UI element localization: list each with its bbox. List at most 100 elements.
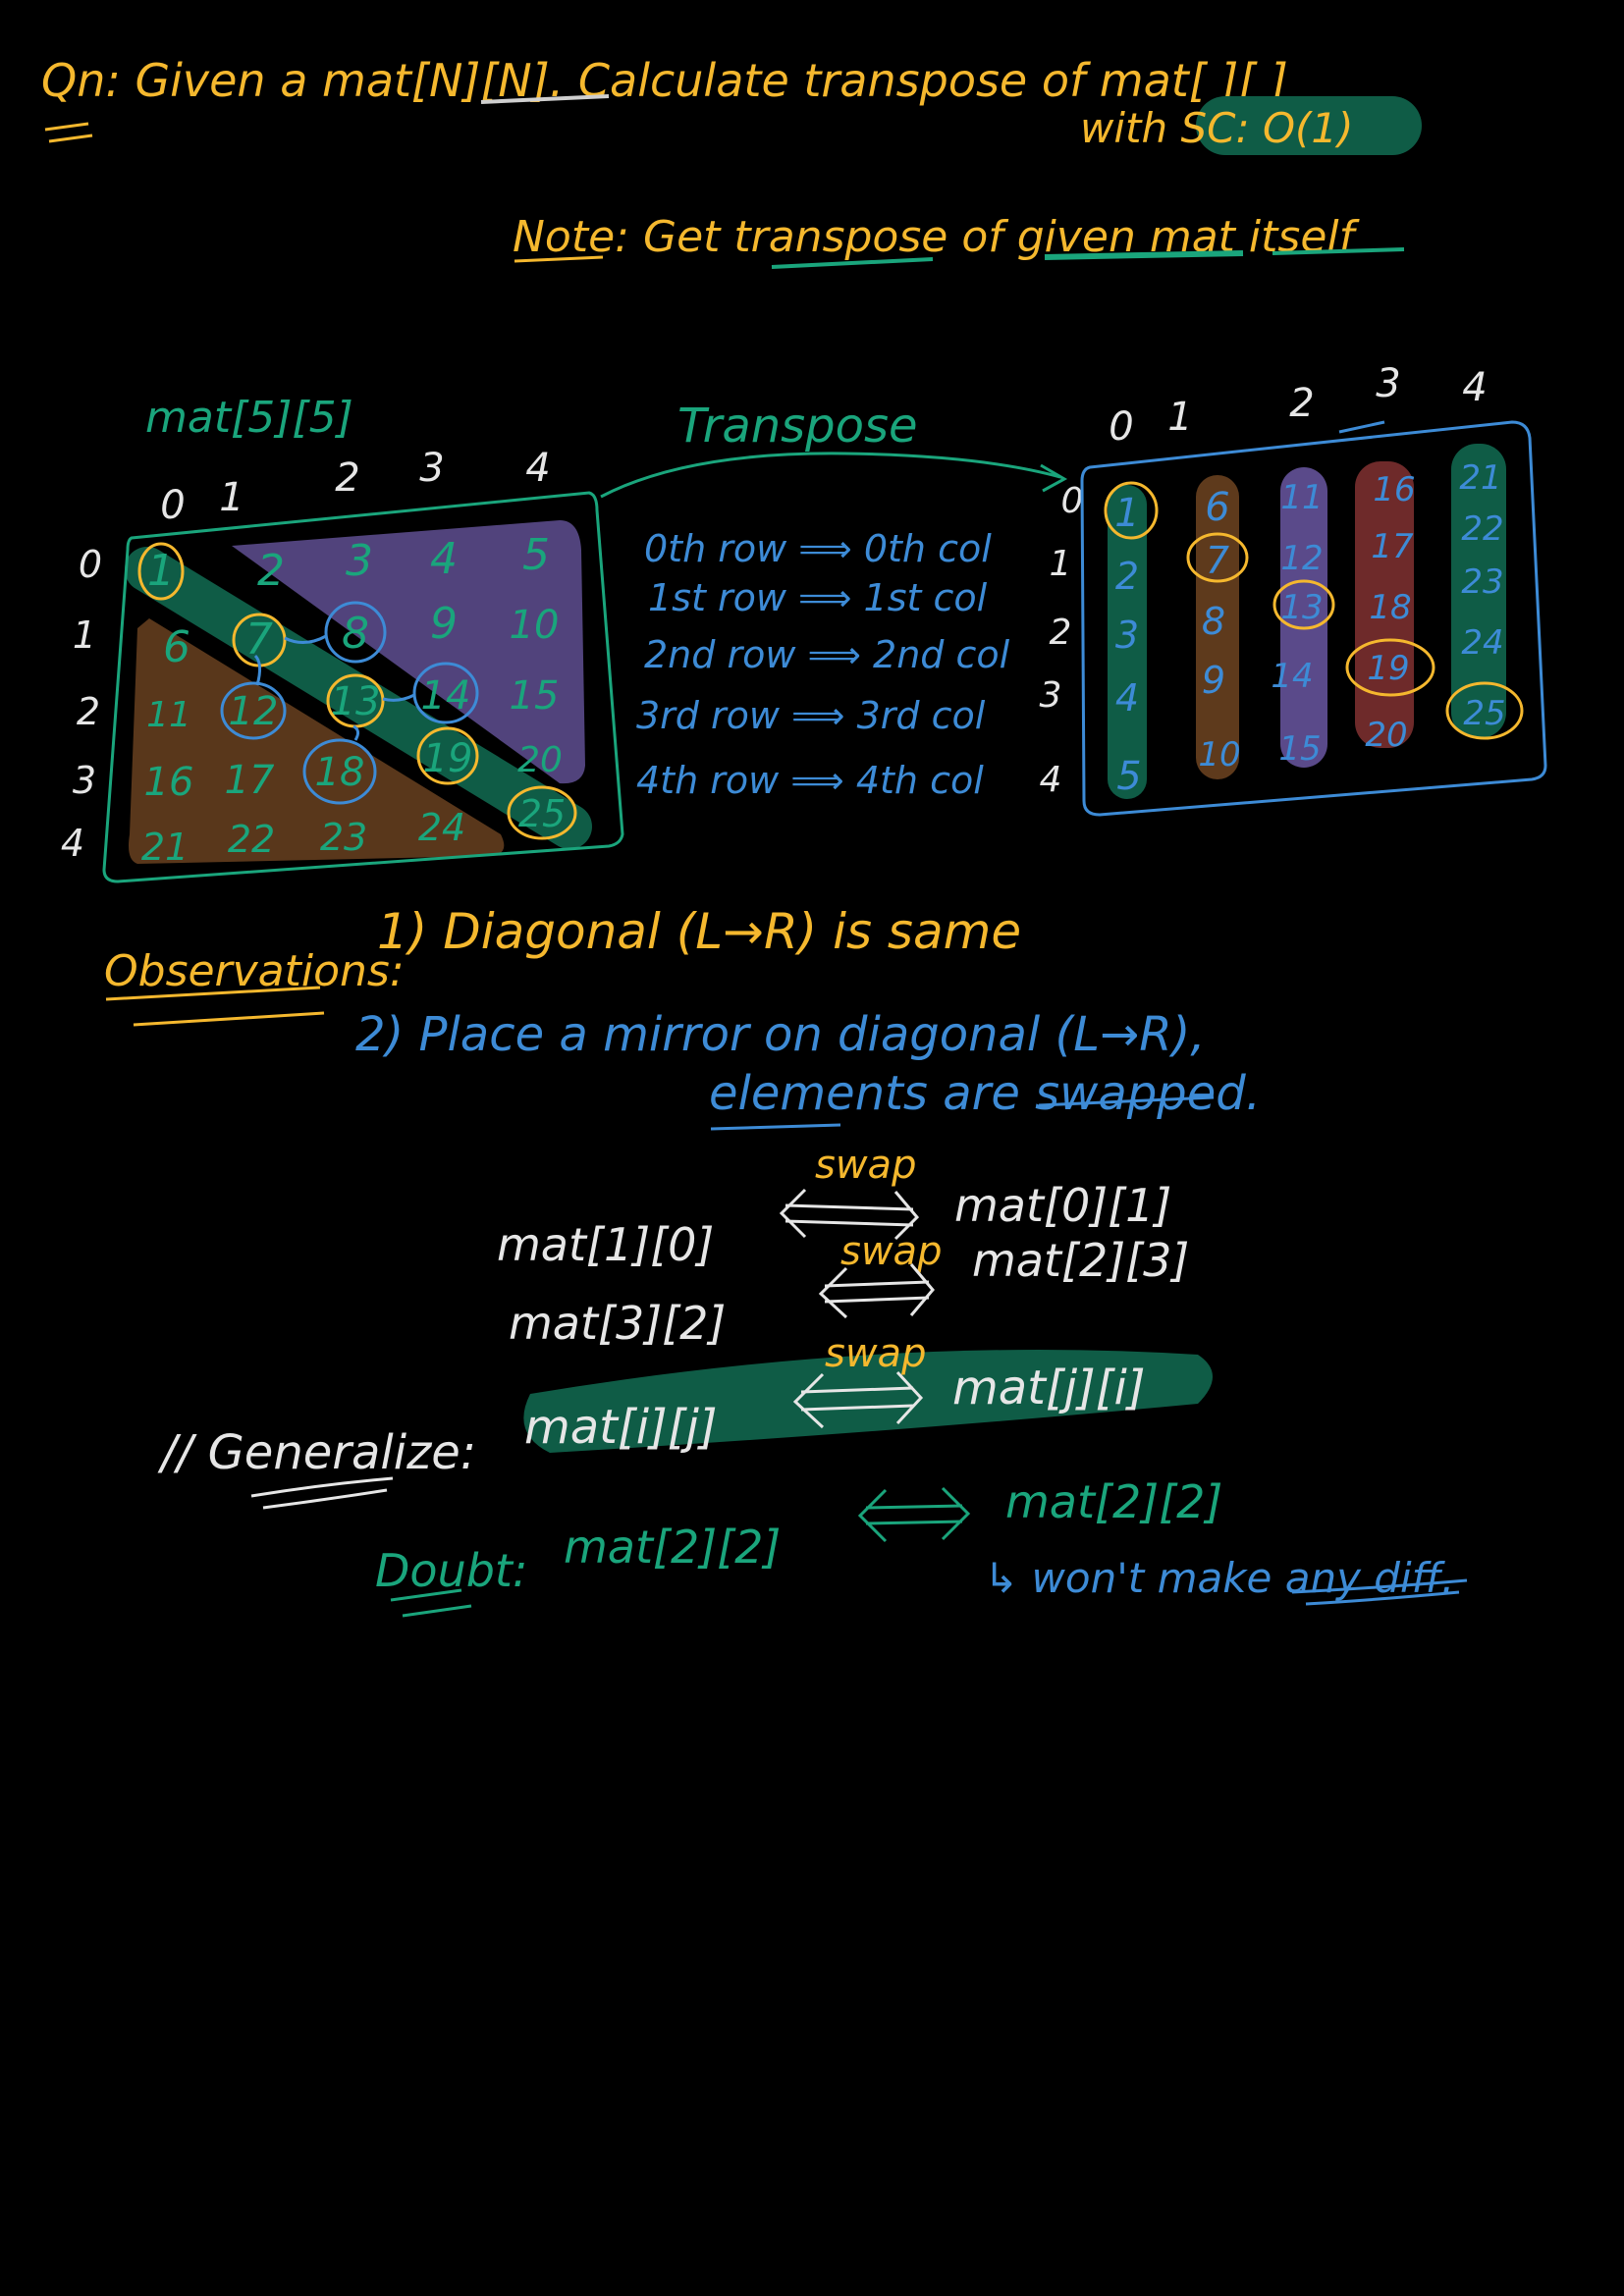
transpose-arrowhead: [1040, 463, 1068, 493]
transposed-diagonal-circles: [1104, 481, 1524, 740]
link-13-18: [352, 724, 360, 741]
mapping-row: 4th row ⟹ 4th col: [636, 759, 984, 802]
transpose-arrow: [600, 452, 1061, 499]
generalize-arrowheads: [792, 1370, 924, 1429]
orig-cell: 8: [342, 609, 369, 659]
row-col-mapping: 0th row ⟹ 0th col 1st row ⟹ 1st col 2nd …: [636, 527, 1010, 802]
orig-cell: 15: [510, 673, 560, 719]
circle-diag-25: [507, 785, 577, 840]
question-line2: with SC: O(1): [1080, 104, 1354, 152]
band-col-2: [1280, 467, 1327, 768]
original-matrix-cells: 1 2 3 4 5 6 7 8 9 10 11 12 13 14 15 16 1…: [141, 530, 566, 869]
swap1-label: swap: [815, 1143, 916, 1188]
observation-1: 1) Diagonal (L→R) is same: [377, 903, 1021, 960]
orig-cell: 10: [510, 603, 560, 648]
orig-row-index: 1: [73, 614, 96, 657]
generalize-arrow: [800, 1386, 914, 1412]
circle-14: [412, 662, 479, 724]
orig-cell: 24: [418, 806, 465, 849]
original-matrix-label: mat[5][5]: [145, 393, 353, 443]
link-7-12: [253, 654, 262, 686]
underline-col3: [1338, 420, 1385, 434]
orig-cell: 13: [331, 679, 381, 724]
trans-row-index: 0: [1061, 481, 1084, 521]
generalize-right: mat[j][i]: [952, 1361, 1146, 1415]
orig-row-index: 3: [73, 759, 96, 802]
trans-cell: 22: [1461, 509, 1503, 549]
orig-cell: 17: [225, 758, 275, 803]
diagonal-band: [125, 547, 592, 849]
orig-cell: 25: [518, 792, 566, 835]
swap1-right: mat[0][1]: [954, 1179, 1171, 1232]
swap2-right: mat[2][3]: [972, 1234, 1189, 1287]
lower-triangle-shade: [129, 618, 505, 864]
link-13-14: [382, 693, 415, 702]
trans-cell: 2: [1115, 555, 1139, 598]
orig-cell: 11: [146, 695, 191, 735]
orig-cell: 3: [346, 536, 373, 586]
trans-cell: 11: [1280, 478, 1323, 517]
trans-row-index: 3: [1040, 675, 1062, 716]
original-circle-marks: [137, 542, 577, 840]
observation-2-line2: elements are swapped.: [709, 1066, 1261, 1121]
doubt-arrow: [865, 1504, 963, 1525]
trans-row-index: 2: [1050, 613, 1072, 653]
link-7-8: [284, 634, 327, 644]
orig-cell: 9: [430, 599, 458, 649]
trans-col-index: 3: [1376, 361, 1400, 406]
orig-cell: 14: [421, 673, 471, 719]
trans-cell: 5: [1116, 754, 1141, 799]
observation-2-line1: 2) Place a mirror on diagonal (L→R),: [355, 1007, 1206, 1062]
observations-label: Observations:: [104, 946, 405, 996]
circle-diag-1: [137, 542, 185, 601]
trans-cell: 12: [1280, 539, 1323, 578]
underline-generalize: [250, 1476, 394, 1510]
band-col-4: [1451, 444, 1506, 738]
trans-cell: 23: [1461, 562, 1503, 602]
orig-col-index: 1: [219, 475, 244, 520]
orig-row-index: 0: [79, 543, 102, 586]
trans-col-index: 4: [1462, 365, 1487, 410]
orig-cell: 12: [229, 689, 279, 734]
original-col-indices: 0 1 2 3 4: [160, 446, 550, 528]
doubt-label: Doubt:: [375, 1544, 527, 1597]
circle-8: [324, 601, 387, 664]
swap-example-2: mat[3][2] swap mat[2][3]: [509, 1229, 1189, 1350]
highlight-generalize: [523, 1350, 1213, 1453]
orig-col-index: 0: [160, 483, 185, 528]
trans-cell: 15: [1278, 729, 1321, 769]
trans-cell: 10: [1198, 735, 1240, 774]
circle-t-7: [1186, 532, 1249, 583]
swap2-label: swap: [840, 1229, 942, 1274]
trans-cell: 14: [1271, 657, 1313, 696]
generalize-label: // Generalize:: [157, 1425, 476, 1480]
trans-cell: 13: [1280, 588, 1323, 627]
trans-cell: 1: [1114, 491, 1139, 536]
underline-nn: [480, 94, 610, 104]
swap2-arrowheads: [818, 1263, 935, 1319]
highlight-sc: [1196, 96, 1422, 155]
swap2-left: mat[3][2]: [509, 1297, 726, 1350]
trans-cell: 19: [1367, 649, 1409, 688]
mapping-row: 0th row ⟹ 0th col: [644, 527, 992, 570]
mapping-row: 3rd row ⟹ 3rd col: [636, 694, 986, 737]
doubt-left: mat[2][2]: [564, 1521, 781, 1574]
orig-row-index: 4: [61, 822, 84, 865]
underline-observations: [105, 986, 321, 1001]
swap1-arrow: [785, 1203, 914, 1227]
trans-cell: 16: [1373, 470, 1415, 509]
band-col-3: [1355, 461, 1414, 748]
underline-swapped: [1038, 1095, 1215, 1107]
transposed-col-indices: 0 1 2 3 4: [1109, 361, 1487, 450]
swap1-left: mat[1][0]: [497, 1218, 714, 1271]
orig-col-index: 4: [525, 446, 550, 491]
trans-cell: 6: [1205, 485, 1229, 530]
underline-observations-2: [133, 1011, 325, 1027]
underline-itself: [1272, 247, 1405, 255]
orig-cell: 21: [141, 826, 189, 869]
trans-cell: 20: [1365, 716, 1407, 755]
transposed-matrix-cells: 1 6 11 16 21 2 7 12 17 22 3 8 13 18 23 4…: [1114, 458, 1505, 799]
orig-cell: 22: [228, 818, 275, 861]
circle-t-13: [1272, 579, 1335, 630]
